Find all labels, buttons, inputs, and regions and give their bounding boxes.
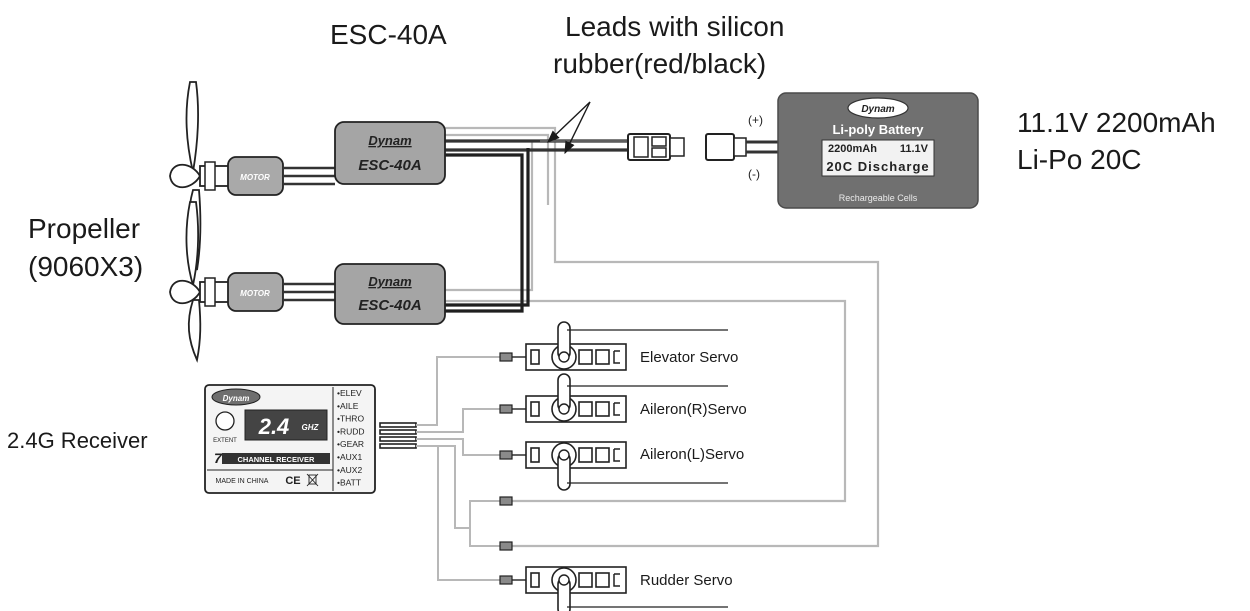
battery-discharge: 20C Discharge (826, 159, 929, 174)
receiver-unit: Dynam EXTENT 2.4 GHZ 7 CHANNEL RECEIVER … (204, 384, 376, 494)
receiver-channel-aile: •AILE (337, 401, 359, 411)
battery-brand: Dynam (861, 104, 894, 115)
aileron-l-servo-icon (525, 441, 627, 491)
receiver-extent: EXTENT (213, 438, 237, 444)
servo-plugs (499, 352, 513, 585)
servo-plug-leads (512, 356, 526, 581)
receiver-channel-aux1: •AUX1 (337, 452, 362, 462)
battery-minus-label: (-) (748, 167, 760, 181)
receiver-channel-gear: •GEAR (337, 439, 364, 449)
propeller-label-line2: (9060X3) (28, 251, 144, 282)
receiver-ce-mark: CE (285, 475, 300, 487)
battery-spec-line2: Li-Po 20C (1017, 144, 1142, 175)
lipo-battery: Dynam Li-poly Battery 2200mAh 11.1V 20C … (777, 92, 979, 209)
weee-bin-icon (306, 473, 319, 487)
receiver-band-unit: GHZ (302, 423, 320, 432)
propeller-bottom (169, 201, 202, 363)
receiver-output-leads (379, 422, 417, 449)
receiver-brand: Dynam (223, 394, 250, 403)
receiver-channel-aux2: •AUX2 (337, 465, 362, 475)
aileron-r-servo-label: Aileron(R)Servo (640, 401, 747, 418)
esc-model: ESC-40A (358, 157, 421, 174)
receiver-channel-list: •ELEV •AILE •THRO •RUDD •GEAR •AUX1 •AUX2 •BATT (337, 388, 365, 488)
motor-top: MOTOR (199, 156, 335, 196)
receiver-channel-elev: •ELEV (337, 388, 362, 398)
receiver-channel-rudd: •RUDD (337, 426, 365, 436)
battery-spec-line1: 11.1V 2200mAh (1017, 107, 1216, 138)
motor-label: MOTOR (240, 173, 270, 182)
motor-label: MOTOR (240, 289, 270, 298)
esc-title-label: ESC-40A (330, 19, 447, 50)
rudder-servo-icon (525, 566, 627, 611)
esc-brand: Dynam (368, 274, 412, 289)
receiver-made-in: MADE IN CHINA (216, 478, 269, 485)
receiver-channel-batt: •BATT (337, 478, 361, 488)
esc-bottom: Dynam ESC-40A (334, 263, 446, 325)
esc-top: Dynam ESC-40A (334, 121, 446, 185)
receiver-channel-text: CHANNEL RECEIVER (238, 455, 316, 464)
battery-plus-label: (+) (748, 113, 763, 127)
battery-footer: Rechargeable Cells (839, 193, 918, 203)
motor-bottom: MOTOR (199, 272, 335, 312)
esc-brand: Dynam (368, 133, 412, 148)
servo-pushrods (567, 329, 728, 608)
receiver-band: 2.4 (258, 414, 290, 439)
battery-capacity: 2200mAh (828, 143, 877, 155)
receiver-channel-thro: •THRO (337, 414, 364, 424)
receiver-channel-digit: 7 (214, 450, 223, 466)
battery-title: Li-poly Battery (832, 122, 924, 137)
battery-voltage: 11.1V (900, 143, 929, 155)
esc-model: ESC-40A (358, 297, 421, 314)
xt-connector-male (627, 133, 685, 161)
leads-label-line2: rubber(red/black) (553, 48, 767, 79)
power-leads (445, 139, 628, 313)
esc-signal-wires (445, 126, 880, 548)
aileron-r-servo-icon (525, 373, 627, 423)
servo-wires (416, 356, 500, 581)
aileron-l-servo-label: Aileron(L)Servo (640, 446, 745, 463)
elevator-servo-icon (525, 321, 627, 371)
leads-label-line1: Leads with silicon (565, 11, 785, 42)
xt-connector-female (705, 133, 778, 161)
leads-annotation-arrows (547, 101, 591, 155)
rudder-servo-label: Rudder Servo (640, 572, 733, 589)
receiver-label: 2.4G Receiver (7, 428, 148, 453)
propeller-label-line1: Propeller (28, 213, 141, 244)
elevator-servo-label: Elevator Servo (640, 349, 739, 366)
